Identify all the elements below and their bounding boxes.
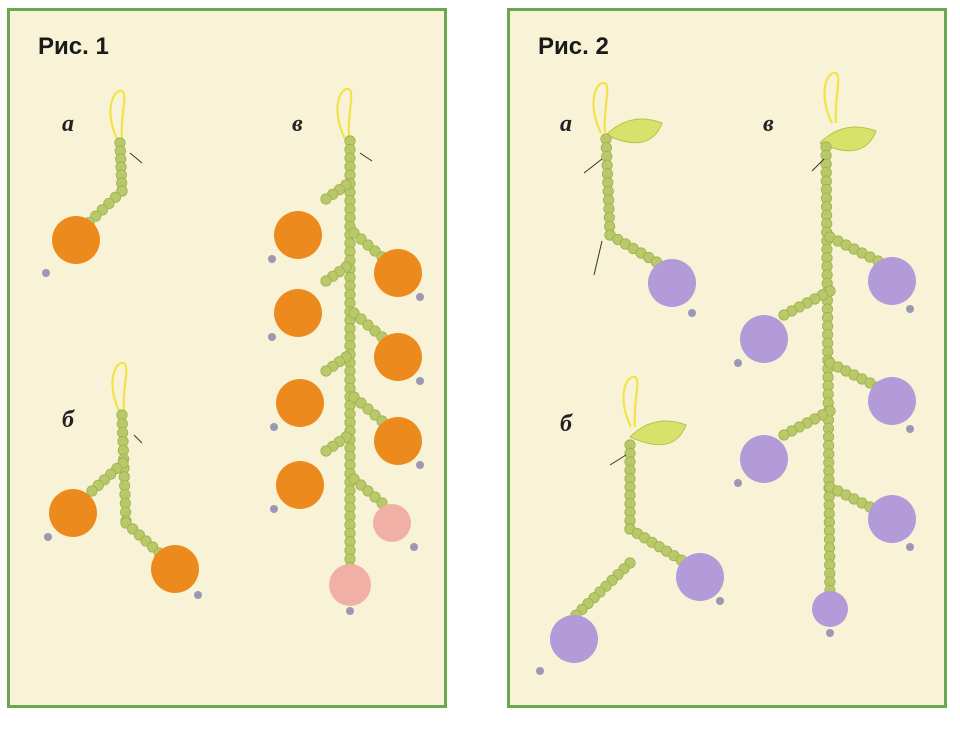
- figure-1-title: Рис. 1: [38, 33, 109, 60]
- leaf-bead: [629, 420, 687, 446]
- stopper-bead: [194, 591, 202, 599]
- stopper-bead: [734, 359, 742, 367]
- stopper-bead: [416, 461, 424, 469]
- large-bead: [329, 564, 371, 606]
- large-bead: [276, 461, 324, 509]
- seed-bead: [778, 309, 790, 321]
- stopper-bead: [826, 629, 834, 637]
- seed-bead: [320, 193, 332, 205]
- wire-loop: [622, 375, 639, 428]
- wire-loop: [111, 361, 128, 414]
- stopper-bead: [688, 309, 696, 317]
- stopper-bead: [536, 667, 544, 675]
- figure-2-label-a: а: [560, 111, 572, 137]
- figure-1-diagram: [42, 87, 424, 615]
- large-bead: [274, 289, 322, 337]
- stopper-bead: [268, 255, 276, 263]
- large-bead: [374, 333, 422, 381]
- stopper-bead: [410, 543, 418, 551]
- figure-2-panel: Рис. 2 а б в: [507, 8, 947, 708]
- large-bead: [812, 591, 848, 627]
- stopper-bead: [416, 377, 424, 385]
- seed-bead: [320, 445, 332, 457]
- figure-2-label-b: б: [560, 411, 572, 437]
- large-bead: [676, 553, 724, 601]
- stopper-bead: [270, 423, 278, 431]
- seed-bead: [86, 485, 98, 497]
- leaf-bead: [819, 126, 877, 152]
- seed-bead: [320, 275, 332, 287]
- stopper-bead: [716, 597, 724, 605]
- stopper-bead: [270, 505, 278, 513]
- stopper-bead: [906, 305, 914, 313]
- direction-arrow: [583, 158, 603, 174]
- large-bead: [49, 489, 97, 537]
- leaf-bead: [605, 118, 663, 144]
- figure-1-label-a: а: [62, 111, 74, 137]
- stopper-bead: [42, 269, 50, 277]
- stopper-bead: [416, 293, 424, 301]
- large-bead: [550, 615, 598, 663]
- large-bead: [868, 377, 916, 425]
- seed-bead: [320, 365, 332, 377]
- large-bead: [151, 545, 199, 593]
- stopper-bead: [734, 479, 742, 487]
- wire-loop: [592, 81, 609, 134]
- stopper-bead: [906, 425, 914, 433]
- figure-2-diagram: [536, 71, 916, 675]
- large-bead: [274, 211, 322, 259]
- large-bead: [740, 315, 788, 363]
- figure-1-panel: Рис. 1 а б в: [7, 8, 447, 708]
- large-bead: [648, 259, 696, 307]
- large-bead: [276, 379, 324, 427]
- figure-2-title: Рис. 2: [538, 33, 609, 60]
- stopper-bead: [906, 543, 914, 551]
- stopper-bead: [268, 333, 276, 341]
- figure-2-label-v: в: [763, 111, 774, 137]
- direction-arrow: [133, 434, 143, 444]
- figure-1-label-b: б: [62, 407, 74, 433]
- direction-arrow: [359, 152, 373, 162]
- large-bead: [373, 504, 411, 542]
- wire-loop: [823, 71, 840, 124]
- seed-bead: [778, 429, 790, 441]
- stopper-bead: [346, 607, 354, 615]
- direction-arrow: [129, 152, 143, 164]
- wire-loop: [336, 87, 353, 140]
- wire-loop: [109, 89, 126, 142]
- direction-arrow: [811, 158, 825, 172]
- large-bead: [740, 435, 788, 483]
- large-bead: [374, 417, 422, 465]
- direction-arrow: [593, 240, 603, 276]
- direction-arrow: [609, 454, 627, 466]
- stopper-bead: [44, 533, 52, 541]
- large-bead: [868, 495, 916, 543]
- large-bead: [868, 257, 916, 305]
- large-bead: [52, 216, 100, 264]
- large-bead: [374, 249, 422, 297]
- figure-1-label-v: в: [292, 111, 303, 137]
